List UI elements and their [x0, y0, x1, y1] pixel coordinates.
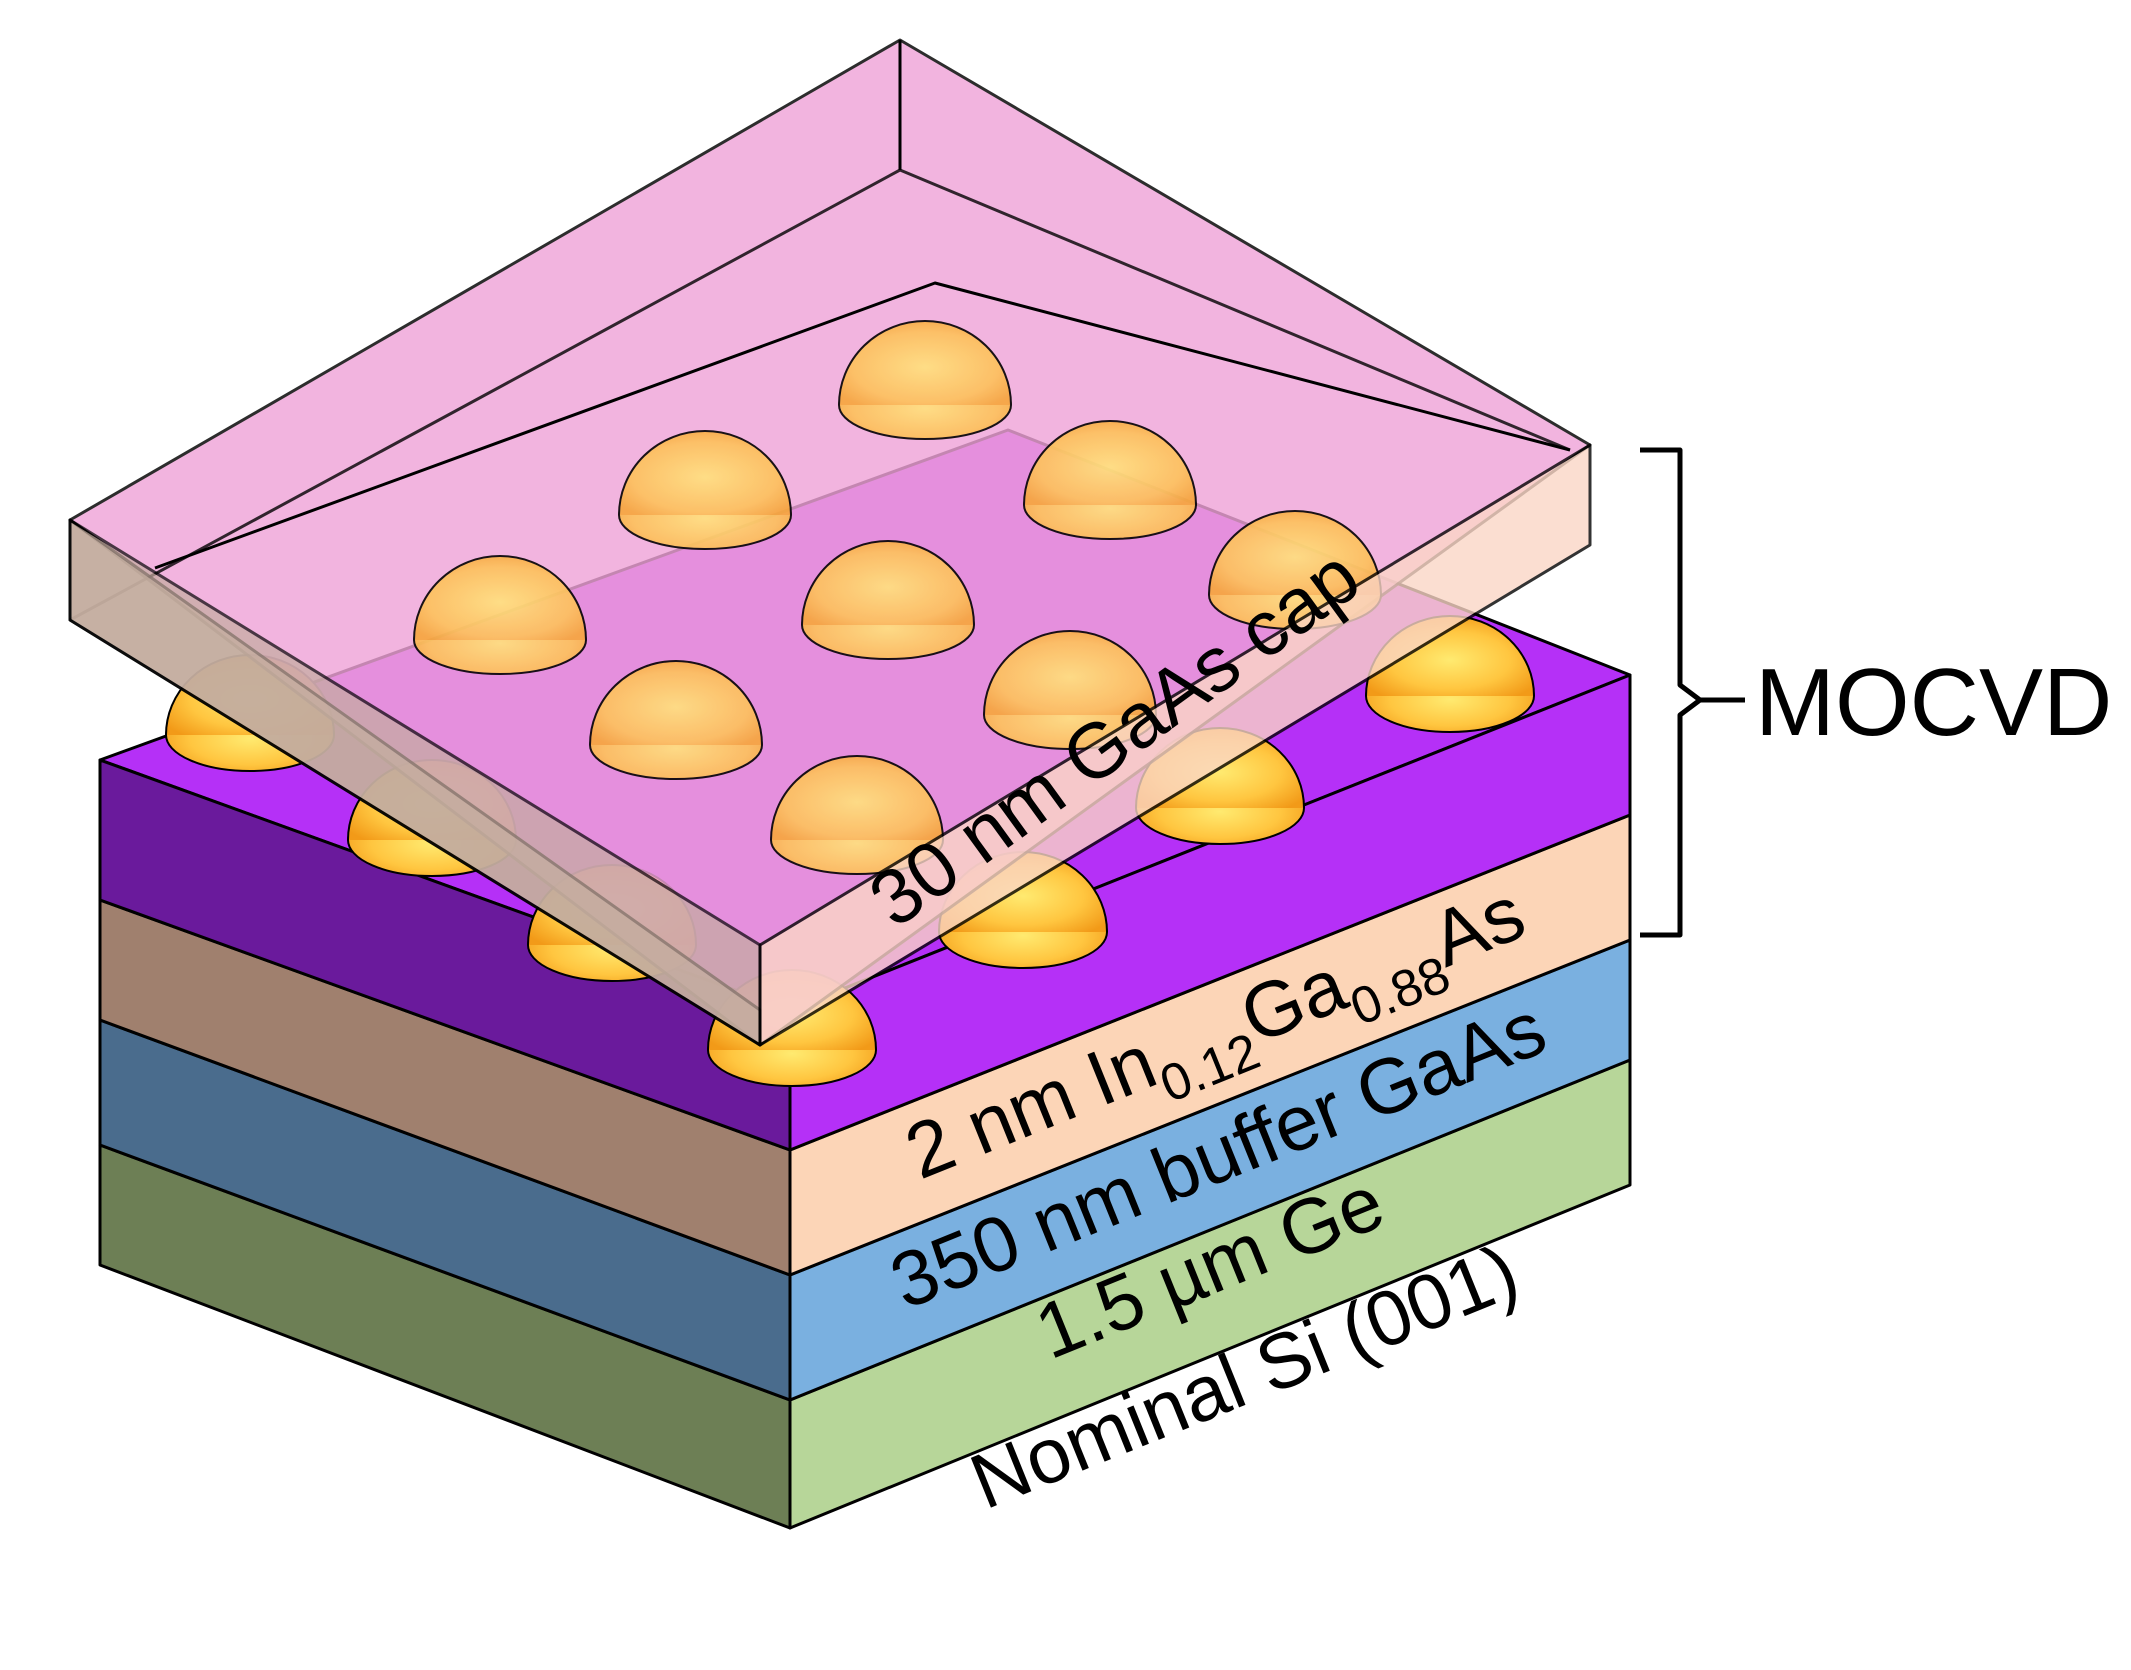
cap-inner-edge: [154, 281, 1571, 570]
mocvd-label: MOCVD: [1755, 649, 2112, 756]
quantum-dot: [413, 555, 587, 675]
quantum-dot: [838, 320, 1012, 440]
quantum-dot: [770, 755, 944, 875]
cap-inner-back: [69, 168, 1571, 622]
bracket-line: [1640, 447, 1703, 938]
quantum-dot: [618, 430, 792, 550]
mocvd-bracket: MOCVD: [1640, 447, 2112, 938]
quantum-dot: [589, 660, 763, 780]
quantum-dot: [1023, 420, 1197, 540]
cap-right-face: [758, 443, 1592, 1047]
quantum-dot: [801, 540, 975, 660]
ingaas-right-face: [788, 673, 1632, 1152]
